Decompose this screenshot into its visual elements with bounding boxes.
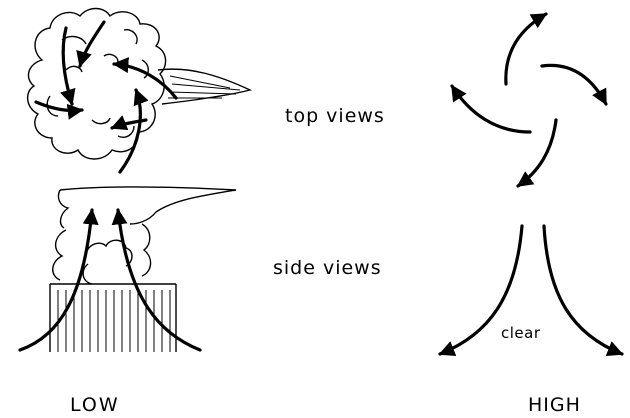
high-label: HIGH — [528, 394, 581, 416]
low-top-arrow — [80, 22, 104, 66]
low-label: LOW — [70, 394, 120, 416]
low-top-arrow — [120, 90, 140, 172]
high-top-arrow — [542, 65, 606, 104]
low-side-view — [50, 187, 236, 352]
side-views-label: side views — [273, 257, 382, 279]
top-views-label: top views — [285, 105, 385, 127]
low-side-arrows — [20, 210, 200, 350]
high-top-arrow — [518, 120, 556, 186]
high-side-arrow — [544, 226, 622, 354]
clear-label: clear — [501, 324, 541, 342]
low-top-arrow — [36, 102, 82, 111]
low-top-arrow — [63, 28, 72, 104]
low-side-arrow — [20, 210, 92, 350]
high-top-arrows — [452, 14, 606, 186]
high-top-arrow — [506, 14, 546, 84]
low-side-anvil — [60, 187, 236, 224]
high-top-arrow — [452, 86, 530, 132]
